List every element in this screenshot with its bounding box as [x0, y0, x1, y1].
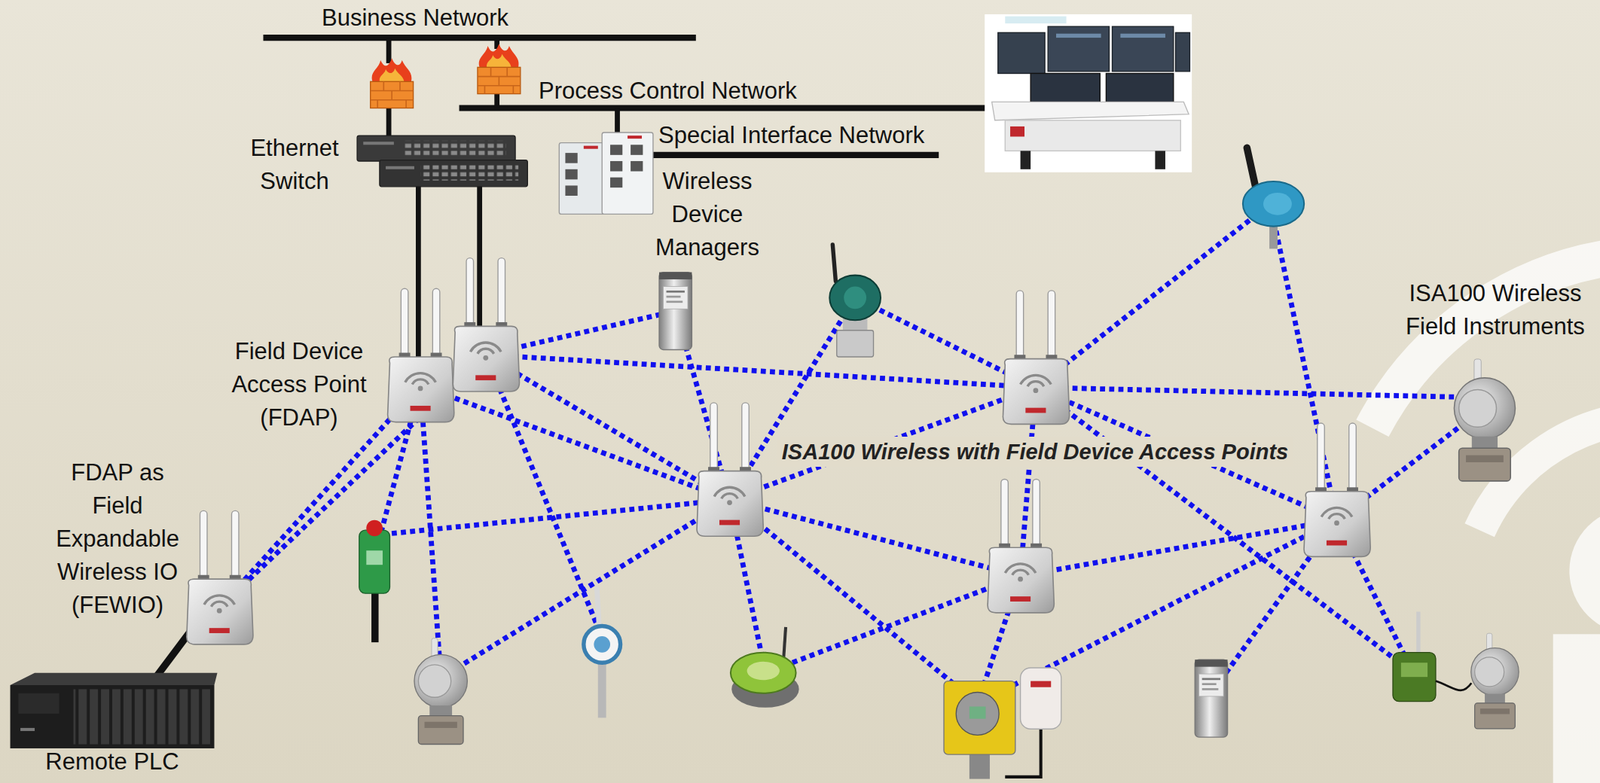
- device-label: Remote PLC: [45, 747, 179, 778]
- device-label: Ethernet Switch: [234, 131, 355, 199]
- access-points: [186, 258, 1371, 645]
- ethernet-switches: [357, 135, 528, 187]
- firewalls: [370, 43, 521, 108]
- device-label: Field Device Access Point (FDAP): [208, 335, 390, 435]
- operator-console: [984, 14, 1192, 173]
- field-instruments: [359, 147, 1519, 779]
- diagram-title: ISA100 Wireless with Field Device Access…: [777, 436, 1293, 468]
- wireless-links: [219, 204, 1485, 705]
- device-label: FDAP as Field Expandable Wireless IO (FE…: [49, 456, 186, 623]
- remote-plc: [10, 673, 218, 749]
- wireless-device-managers: [558, 132, 654, 214]
- network-label: Process Control Network: [538, 74, 797, 108]
- device-label: Wireless Device Managers: [643, 164, 772, 265]
- ethernet-cables: [152, 37, 617, 681]
- network-label: Special Interface Network: [658, 119, 925, 153]
- wireless-watermark: [1372, 255, 1600, 783]
- network-label: Business Network: [321, 1, 509, 35]
- device-label: ISA100 Wireless Field Instruments: [1396, 277, 1594, 344]
